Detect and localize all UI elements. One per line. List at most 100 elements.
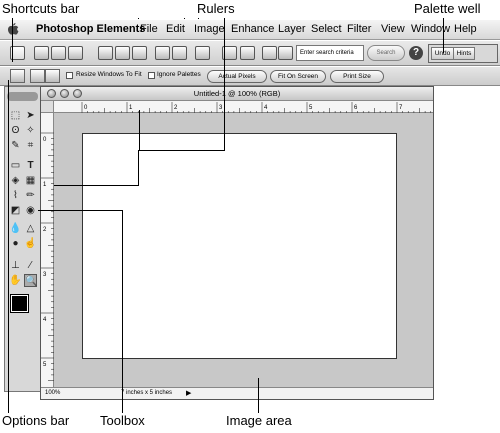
shape-tool-icon[interactable]: ▭ bbox=[10, 160, 21, 171]
color-picker-icon[interactable] bbox=[262, 46, 277, 60]
ftp-icon[interactable] bbox=[278, 46, 293, 60]
crop-tool-icon[interactable]: ⌗ bbox=[27, 140, 34, 151]
callout-line-palette bbox=[443, 18, 444, 53]
eyedropper-icon[interactable]: ⁄ bbox=[29, 260, 32, 271]
type-tool-icon[interactable]: T bbox=[27, 160, 34, 171]
new-icon[interactable] bbox=[34, 46, 49, 60]
clone-stamp-icon[interactable]: ⊥ bbox=[11, 260, 20, 271]
zoom-level[interactable]: 100% bbox=[45, 390, 61, 396]
document-title-bar[interactable]: Untitled-1 @ 100% (RGB) bbox=[41, 87, 433, 101]
callout-rulers: Rulers bbox=[197, 1, 235, 16]
palette-well: Undo Hints bbox=[428, 44, 498, 63]
maximize-icon[interactable] bbox=[73, 89, 82, 98]
resize-windows-checkbox[interactable] bbox=[66, 72, 73, 79]
hruler-label: 0 bbox=[84, 105, 88, 111]
minimize-icon[interactable] bbox=[60, 89, 69, 98]
document-canvas[interactable] bbox=[82, 133, 397, 359]
status-bar: 100% 7 inches x 5 inches ▶ bbox=[41, 387, 433, 399]
hruler-label: 3 bbox=[219, 105, 223, 111]
help-icon[interactable]: ? bbox=[409, 46, 423, 60]
palette-tab-undo[interactable]: Undo bbox=[431, 47, 454, 60]
zoom-in-icon[interactable] bbox=[30, 69, 45, 83]
menu-select[interactable]: Select bbox=[311, 23, 342, 35]
menu-layer[interactable]: Layer bbox=[278, 23, 306, 35]
toolbox: ⬚ ➤ ʘ ✧ ✎ ⌗ ▭ T ◈ ▦ ⌇ ✏ ◩ ◉ 💧 △ ● ☝ ⊥ ⁄ … bbox=[4, 86, 41, 392]
save-icon[interactable] bbox=[98, 46, 113, 60]
vruler-label: 0 bbox=[43, 137, 47, 143]
lasso-tool-icon[interactable]: ʘ bbox=[11, 125, 20, 136]
selection-brush-icon[interactable]: ✎ bbox=[11, 140, 20, 151]
callout-palette-well: Palette well bbox=[414, 1, 481, 16]
palette-tab-hints[interactable]: Hints bbox=[453, 47, 475, 60]
gradient-tool-icon[interactable]: ▦ bbox=[25, 175, 36, 186]
menu-help[interactable]: Help bbox=[454, 23, 477, 35]
ignore-palettes-checkbox[interactable] bbox=[148, 72, 155, 79]
hruler-label: 7 bbox=[399, 105, 403, 111]
menu-view[interactable]: View bbox=[381, 23, 405, 35]
callout-line-rulers-a bbox=[224, 18, 225, 151]
hruler-label: 4 bbox=[264, 105, 268, 111]
preview-icon[interactable] bbox=[132, 46, 147, 60]
menu-file[interactable]: File bbox=[140, 23, 158, 35]
undo-icon[interactable] bbox=[222, 46, 237, 60]
webgallery-icon[interactable] bbox=[172, 46, 187, 60]
red-eye-tool-icon[interactable]: ◉ bbox=[26, 205, 35, 216]
callout-line-rulers-f bbox=[54, 185, 139, 186]
search-input[interactable]: Enter search criteria bbox=[296, 45, 364, 61]
welcome-icon[interactable] bbox=[10, 46, 25, 60]
vruler-label: 4 bbox=[43, 317, 47, 323]
app-menu[interactable]: Photoshop Elements bbox=[36, 23, 146, 35]
foreground-color-swatch[interactable] bbox=[10, 294, 29, 313]
status-menu-arrow-icon[interactable]: ▶ bbox=[186, 390, 192, 397]
menu-window[interactable]: Window bbox=[411, 23, 451, 35]
ruler-corner bbox=[41, 101, 54, 113]
redo-icon[interactable] bbox=[240, 46, 255, 60]
print-icon[interactable] bbox=[115, 46, 130, 60]
magic-wand-icon[interactable]: ✧ bbox=[26, 125, 35, 136]
callout-line-rulers-d bbox=[138, 18, 139, 19]
callout-options-bar: Options bar bbox=[2, 413, 70, 428]
menu-bar: Photoshop Elements File Edit Image Enhan… bbox=[0, 20, 500, 40]
resize-windows-label: Resize Windows To Fit bbox=[76, 71, 142, 78]
image-area[interactable] bbox=[54, 113, 433, 387]
callout-line-toolbox-h bbox=[38, 210, 123, 211]
vruler-label: 2 bbox=[43, 227, 47, 233]
marquee-tool-icon[interactable]: ⬚ bbox=[10, 110, 21, 121]
paint-bucket-icon[interactable]: ◈ bbox=[11, 175, 20, 186]
menu-edit[interactable]: Edit bbox=[166, 23, 185, 35]
callout-line-rulers-g bbox=[138, 150, 139, 186]
sharpen-tool-icon[interactable]: △ bbox=[26, 223, 35, 234]
pencil-tool-icon[interactable]: ✏ bbox=[26, 190, 35, 201]
menu-filter[interactable]: Filter bbox=[347, 23, 372, 35]
hand-tool-icon[interactable]: ✋ bbox=[9, 275, 22, 286]
menu-image[interactable]: Image bbox=[194, 23, 225, 35]
zoom-tool-active-icon[interactable]: 🔍 bbox=[24, 274, 38, 287]
blur-tool-icon[interactable]: 💧 bbox=[9, 223, 22, 234]
print-size-button[interactable]: Print Size bbox=[330, 70, 384, 83]
callout-line-shortcuts bbox=[12, 18, 13, 62]
menu-enhance[interactable]: Enhance bbox=[231, 23, 275, 35]
fit-on-screen-button[interactable]: Fit On Screen bbox=[270, 70, 326, 83]
zoom-out-icon[interactable] bbox=[45, 69, 60, 83]
quickfix-icon[interactable] bbox=[195, 46, 210, 60]
zoom-tool-icon[interactable] bbox=[10, 69, 25, 83]
document-size: 7 inches x 5 inches bbox=[121, 390, 173, 396]
sponge-tool-icon[interactable]: ● bbox=[12, 238, 19, 249]
eraser-tool-icon[interactable]: ◩ bbox=[10, 205, 21, 216]
hruler-label: 6 bbox=[354, 105, 358, 111]
search-button[interactable]: Search bbox=[367, 45, 405, 61]
actual-pixels-button[interactable]: Actual Pixels bbox=[207, 70, 267, 83]
smudge-tool-icon[interactable]: ☝ bbox=[24, 238, 37, 249]
browse-icon[interactable] bbox=[68, 46, 83, 60]
document-title: Untitled-1 @ 100% (RGB) bbox=[193, 89, 281, 98]
close-icon[interactable] bbox=[47, 89, 56, 98]
apple-icon[interactable] bbox=[6, 22, 20, 37]
email-icon[interactable] bbox=[155, 46, 170, 60]
move-tool-icon[interactable]: ➤ bbox=[26, 110, 35, 121]
brush-tool-icon[interactable]: ⌇ bbox=[13, 190, 18, 201]
open-icon[interactable] bbox=[51, 46, 66, 60]
callout-line-image-area bbox=[258, 378, 259, 413]
